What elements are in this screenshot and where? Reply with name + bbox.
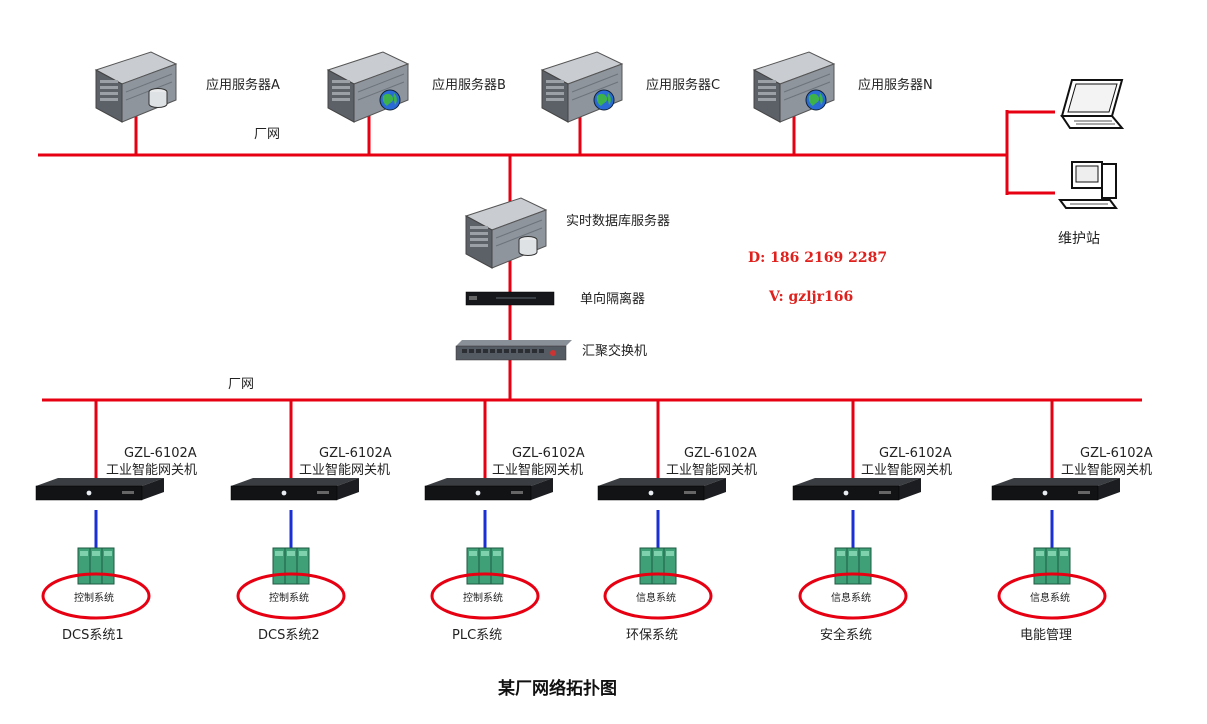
gateway-model: GZL-6102A <box>1080 446 1153 461</box>
switch-label: 汇聚交换机 <box>582 343 647 359</box>
plc-module-icon <box>272 547 310 585</box>
gateway-icon <box>230 477 360 501</box>
ellipse-label: 控制系统 <box>74 591 114 604</box>
isolator-device <box>465 291 555 306</box>
system-ellipse <box>430 572 540 620</box>
server-icon <box>541 51 623 123</box>
contact-wechat: V: gzljr166 <box>768 289 853 305</box>
plc-module-icon <box>834 547 872 585</box>
app-server-c <box>541 51 623 123</box>
app-server-n <box>753 51 835 123</box>
plc-module-icon <box>639 547 677 585</box>
server-icon <box>465 197 547 269</box>
gateway-name: 工业智能网关机 <box>492 463 583 478</box>
gateway-icon <box>35 477 165 501</box>
app-server-label: 应用服务器B <box>432 77 506 93</box>
system-ellipse <box>41 572 151 620</box>
plc-module-icon <box>77 547 115 585</box>
app-server-label: 应用服务器N <box>858 77 933 93</box>
server-icon <box>95 51 177 123</box>
server-icon <box>753 51 835 123</box>
plc-module-icon <box>1033 547 1071 585</box>
ellipse-label: 控制系统 <box>463 591 503 604</box>
system-ellipse <box>603 572 713 620</box>
top-network-label: 厂网 <box>254 127 280 142</box>
database-icon <box>148 88 168 108</box>
gateway-name: 工业智能网关机 <box>299 463 390 478</box>
gateway-model: GZL-6102A <box>124 446 197 461</box>
gateway-icon <box>991 477 1121 501</box>
system-label: DCS系统2 <box>258 628 320 643</box>
app-server-label: 应用服务器C <box>646 77 720 93</box>
system-ellipse <box>798 572 908 620</box>
system-label: DCS系统1 <box>62 628 124 643</box>
globe-icon <box>593 89 615 111</box>
gateway-unit <box>991 400 1121 620</box>
gateway-unit <box>230 400 360 620</box>
app-server-label: 应用服务器A <box>206 77 280 93</box>
system-ellipse <box>997 572 1107 620</box>
ellipse-label: 信息系统 <box>831 591 871 604</box>
ellipse-label: 信息系统 <box>1030 591 1070 604</box>
gateway-name: 工业智能网关机 <box>666 463 757 478</box>
bottom-network-label: 厂网 <box>228 377 254 392</box>
plc-module-icon <box>466 547 504 585</box>
gateway-unit <box>597 400 727 620</box>
desktop-icon <box>1058 161 1118 209</box>
realtime-db-server-label: 实时数据库服务器 <box>566 213 670 229</box>
system-label: 环保系统 <box>626 628 678 643</box>
gateway-name: 工业智能网关机 <box>106 463 197 478</box>
contact-phone: D: 186 2169 2287 <box>748 250 887 266</box>
gateway-unit <box>424 400 554 620</box>
system-label: 电能管理 <box>1020 628 1072 643</box>
gateway-model: GZL-6102A <box>879 446 952 461</box>
app-server-a <box>95 51 177 123</box>
system-ellipse <box>236 572 346 620</box>
gateway-icon <box>424 477 554 501</box>
diagram-title: 某厂网络拓扑图 <box>498 678 617 699</box>
globe-icon <box>379 89 401 111</box>
ellipse-label: 信息系统 <box>636 591 676 604</box>
switch-device <box>455 340 572 361</box>
gateway-model: GZL-6102A <box>684 446 757 461</box>
isolator-label: 单向隔离器 <box>580 291 645 307</box>
ellipse-label: 控制系统 <box>269 591 309 604</box>
gateway-model: GZL-6102A <box>319 446 392 461</box>
gateway-unit <box>35 400 165 620</box>
laptop-icon <box>1060 79 1125 129</box>
server-icon <box>327 51 409 123</box>
gateway-icon <box>597 477 727 501</box>
gateway-icon <box>792 477 922 501</box>
globe-icon <box>805 89 827 111</box>
gateway-name: 工业智能网关机 <box>861 463 952 478</box>
gateway-unit <box>792 400 922 620</box>
gateway-name: 工业智能网关机 <box>1061 463 1152 478</box>
database-icon <box>518 236 538 256</box>
app-server-b <box>327 51 409 123</box>
gateway-model: GZL-6102A <box>512 446 585 461</box>
system-label: 安全系统 <box>820 627 872 643</box>
realtime-db-server <box>465 197 547 269</box>
system-label: PLC系统 <box>452 628 502 643</box>
maintenance-station-label: 维护站 <box>1058 231 1100 247</box>
